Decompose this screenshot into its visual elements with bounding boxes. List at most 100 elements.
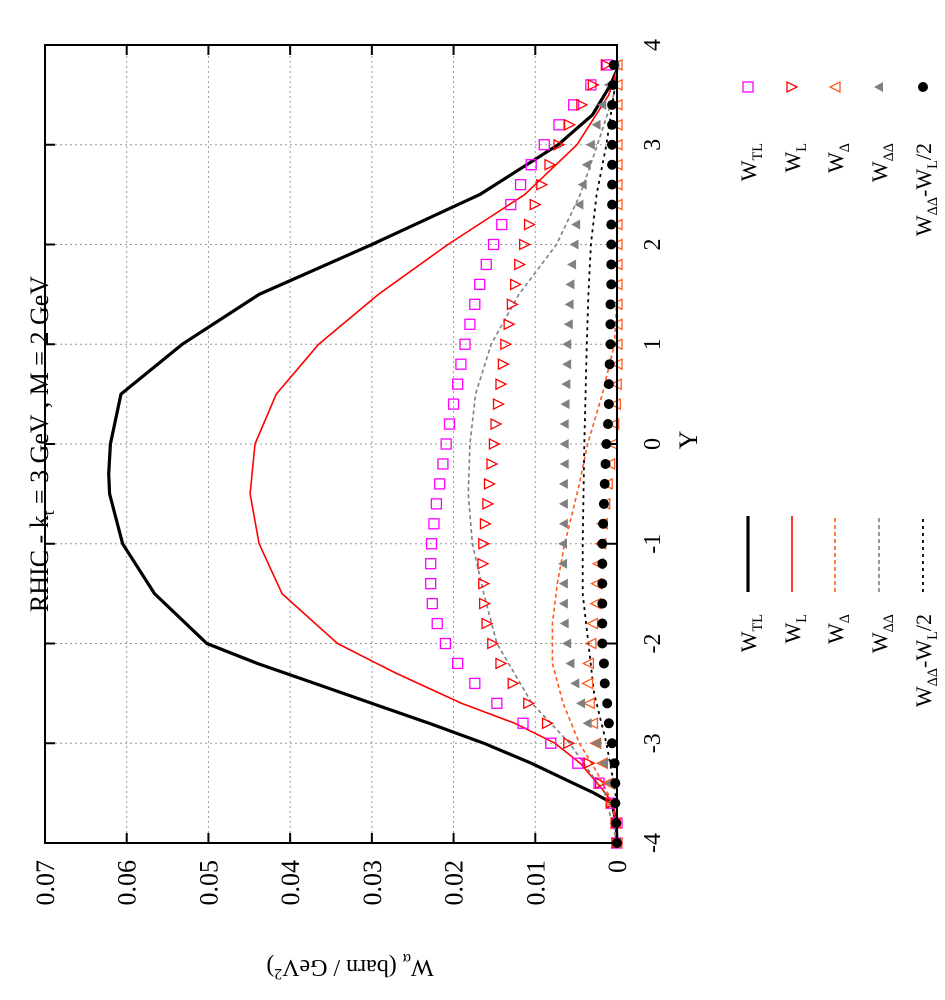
data-point	[570, 678, 580, 689]
data-point	[536, 178, 549, 191]
data-point	[563, 319, 573, 330]
legend-label: WTL​	[736, 614, 766, 652]
data-point	[564, 299, 574, 310]
data-point	[597, 558, 608, 569]
data-point	[425, 558, 437, 570]
data-point	[553, 138, 566, 151]
legend-label: WL​	[780, 614, 810, 644]
x-tick-label: 1	[640, 338, 666, 350]
data-point	[492, 398, 505, 411]
data-point	[439, 637, 452, 650]
line-series	[107, 45, 619, 844]
subscript-text: t	[39, 510, 58, 515]
subscript-text: L	[925, 631, 941, 640]
data-point	[483, 477, 496, 490]
data-point	[495, 378, 508, 391]
label-text: W	[867, 161, 892, 182]
data-point	[599, 478, 610, 489]
data-point	[486, 457, 499, 471]
series-line	[467, 64, 618, 844]
legend-label: WΔΔ​-WL​/2	[911, 614, 941, 707]
data-point	[559, 458, 569, 469]
data-point	[602, 698, 613, 709]
label-text: RHIC - k	[25, 515, 54, 612]
x-tick-label: -3	[640, 733, 666, 753]
legend-label: WΔΔ​	[867, 143, 897, 182]
data-point	[607, 159, 618, 170]
data-point	[583, 757, 596, 770]
data-point	[469, 677, 481, 690]
data-point	[474, 278, 486, 291]
data-point	[478, 577, 491, 590]
label-text: W	[736, 631, 761, 652]
legend-marker-sample	[918, 82, 928, 92]
label-text: W	[911, 215, 936, 236]
data-point	[507, 677, 520, 690]
legend-marker-sample	[874, 82, 883, 92]
data-point	[452, 657, 464, 670]
data-point	[425, 577, 437, 590]
data-point	[506, 298, 519, 311]
data-point	[538, 139, 550, 151]
data-point	[478, 537, 491, 550]
grid	[45, 45, 617, 843]
data-point	[563, 737, 576, 750]
data-point	[559, 618, 569, 629]
y-tick-label: 0.07	[31, 860, 60, 906]
data-point	[514, 258, 527, 271]
data-point	[562, 638, 572, 649]
data-point	[610, 778, 621, 789]
x-tick-label: 3	[640, 139, 666, 151]
data-point	[558, 498, 568, 509]
data-point	[607, 199, 618, 210]
data-point	[610, 798, 621, 809]
data-point	[562, 359, 572, 370]
data-point	[464, 318, 476, 330]
data-point	[606, 219, 617, 230]
data-point	[510, 278, 523, 291]
data-point	[488, 437, 501, 451]
legend-label: WL​	[780, 143, 810, 173]
data-point	[480, 258, 492, 271]
data-point	[609, 758, 620, 769]
data-point	[553, 119, 565, 131]
label-text: (barn / GeV	[282, 954, 403, 980]
data-point	[490, 417, 503, 431]
data-point	[563, 118, 577, 131]
data-point	[603, 419, 614, 430]
data-point	[558, 558, 568, 569]
y-axis-label: Wα​ (barn / GeV2​)	[266, 950, 433, 982]
label-text: W	[411, 954, 434, 980]
label-text: /2	[911, 614, 936, 631]
data-point	[604, 359, 615, 370]
data-point	[558, 478, 568, 489]
label-text: W	[823, 152, 848, 173]
data-point	[428, 518, 440, 530]
data-point	[425, 538, 438, 550]
data-point	[586, 717, 599, 730]
data-point	[582, 697, 595, 710]
data-point	[582, 718, 592, 729]
y-tick-label: 0.02	[440, 860, 469, 906]
legend-label: WΔΔ​	[867, 614, 897, 653]
data-point	[541, 717, 554, 730]
data-point	[571, 219, 581, 230]
data-point	[581, 159, 591, 170]
data-point	[505, 198, 517, 211]
data-point	[426, 597, 438, 610]
x-tick-label: 0	[640, 438, 666, 450]
data-point	[503, 318, 516, 331]
data-point	[431, 617, 443, 630]
data-point	[606, 259, 617, 270]
x-tick-label: 2	[640, 239, 666, 251]
subscript-text: ΔΔ	[881, 614, 897, 632]
data-point	[587, 78, 600, 91]
data-point	[562, 339, 572, 350]
data-point	[487, 238, 500, 251]
data-point	[558, 578, 568, 589]
data-point	[482, 497, 495, 510]
data-point	[565, 658, 575, 669]
data-point	[544, 158, 557, 171]
data-point	[558, 518, 568, 529]
